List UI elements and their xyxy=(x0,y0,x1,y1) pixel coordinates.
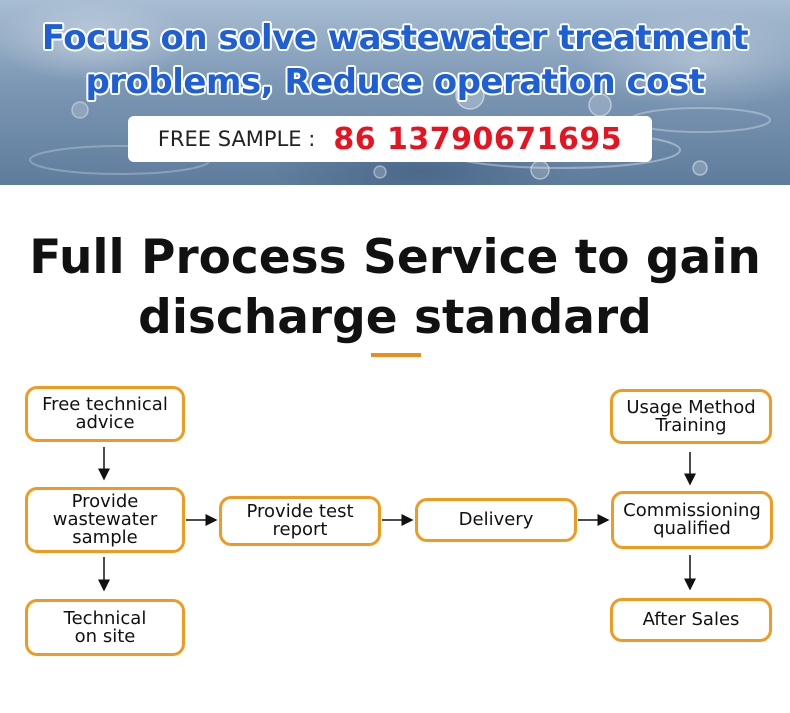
banner-title: Focus on solve wastewater treatment prob… xyxy=(0,16,790,104)
banner-title-line1: Focus on solve wastewater treatment xyxy=(41,18,749,58)
node-technical-on-site: Technical on site xyxy=(25,599,185,656)
banner-title-line2: problems, Reduce operation cost xyxy=(85,62,705,102)
hero-banner: Focus on solve wastewater treatment prob… xyxy=(0,0,790,185)
free-sample-box: FREE SAMPLE : 86 13790671695 xyxy=(128,116,652,162)
free-sample-label: FREE SAMPLE : xyxy=(157,127,316,151)
node-usage-method-training: Usage Method Training xyxy=(610,389,772,444)
node-delivery: Delivery xyxy=(415,498,577,542)
node-after-sales: After Sales xyxy=(610,598,772,642)
node-free-technical-advice: Free technical advice xyxy=(25,386,185,442)
node-provide-wastewater-sample: Provide wastewater sample xyxy=(25,487,185,553)
node-commissioning-qualified: Commissioning qualified xyxy=(611,491,773,549)
page-title-line2: discharge standard xyxy=(138,290,652,345)
phone-number[interactable]: 86 13790671695 xyxy=(333,121,623,157)
page-title-line1: Full Process Service to gain xyxy=(29,230,761,285)
page-title: Full Process Service to gain discharge s… xyxy=(0,228,790,348)
title-underline xyxy=(371,353,421,357)
node-provide-test-report: Provide test report xyxy=(219,496,381,546)
